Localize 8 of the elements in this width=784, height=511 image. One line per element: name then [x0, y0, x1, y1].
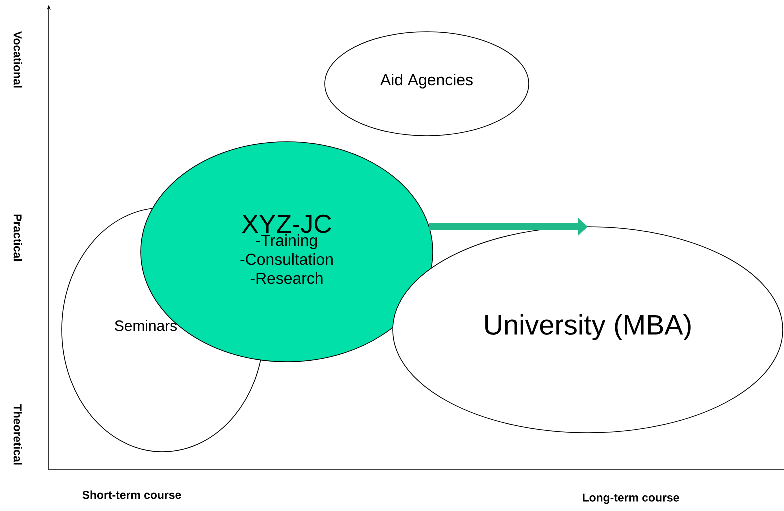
- axis-label: Vocational: [14, 32, 22, 88]
- node-label: University (MBA): [486, 314, 691, 340]
- axis-label: Short-term course: [82, 490, 182, 500]
- ellipse-node: University (MBA): [392, 226, 784, 434]
- axis-label: Theoretical: [14, 404, 22, 465]
- axis-label: Practical: [14, 214, 22, 262]
- axis-label: Long-term course: [583, 494, 680, 504]
- ellipse-node: Aid Agencies: [324, 32, 530, 136]
